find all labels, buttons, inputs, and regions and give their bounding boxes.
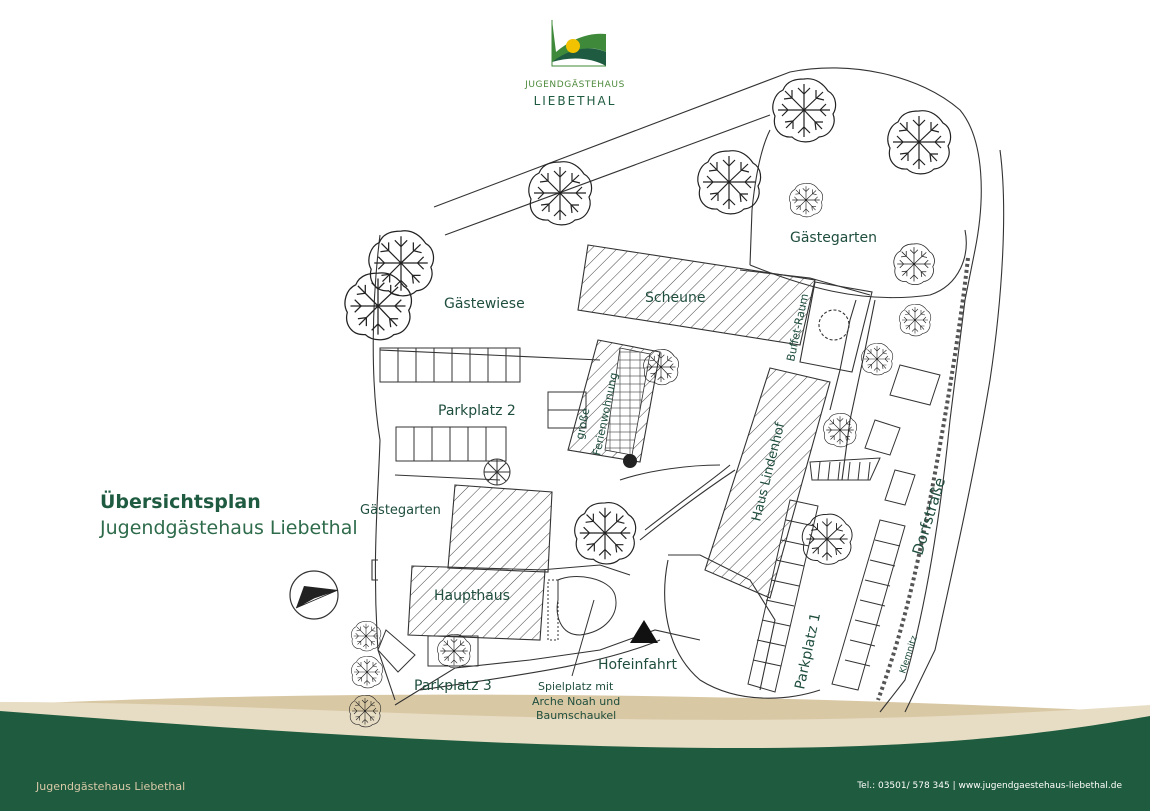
label-gaestegarten-left: Gästegarten xyxy=(360,503,441,518)
logo-line2: LIEBETHAL xyxy=(533,94,617,108)
plan-subtitle: Jugendgästehaus Liebethal xyxy=(100,517,358,539)
label-scheune: Scheune xyxy=(645,290,705,306)
plan-title: Übersichtsplan xyxy=(100,491,261,513)
stairs xyxy=(483,457,881,641)
label-klemnitz: Klemnitz xyxy=(898,634,920,675)
parking-rows xyxy=(377,347,941,693)
label-spielplatz-2: Arche Noah und xyxy=(532,695,620,708)
logo-line1: JUGENDGÄSTEHAUS xyxy=(525,80,625,90)
building-haupthaus xyxy=(407,484,553,641)
building-scheune xyxy=(577,244,816,346)
label-haupthaus: Haupthaus xyxy=(434,588,510,604)
logo-emblem xyxy=(551,20,606,67)
footer-brand: Jugendgästehaus Liebethal xyxy=(36,780,186,793)
stream-dots xyxy=(876,257,970,701)
compass-icon xyxy=(289,570,339,620)
label-spielplatz-1: Spielplatz mit xyxy=(538,680,614,693)
footer-band xyxy=(0,694,1150,811)
label-dorfstrasse: Dorfstraße xyxy=(909,475,950,557)
label-parkplatz2: Parkplatz 2 xyxy=(438,403,516,419)
label-parkplatz3: Parkplatz 3 xyxy=(414,678,492,694)
entrance-triangle-icon xyxy=(630,620,658,643)
spielplatz-pointer xyxy=(571,599,595,677)
building-buffet xyxy=(799,281,873,373)
label-gaestewiese: Gästewiese xyxy=(444,296,525,312)
label-hofeinfahrt: Hofeinfahrt xyxy=(598,657,678,673)
building-ferienwohnung xyxy=(567,339,661,463)
roads-and-boundaries xyxy=(371,67,1005,713)
label-grosse: große xyxy=(573,407,592,441)
building-lindenhof xyxy=(704,367,831,599)
label-parkplatz1: Parkplatz 1 xyxy=(792,611,824,690)
label-gaestegarten-top: Gästegarten xyxy=(790,230,877,246)
trees xyxy=(344,78,952,728)
label-spielplatz-3: Baumschaukel xyxy=(536,709,616,722)
footer-contact[interactable]: Tel.: 03501/ 578 345 | www.jugendgaesteh… xyxy=(857,781,1122,791)
